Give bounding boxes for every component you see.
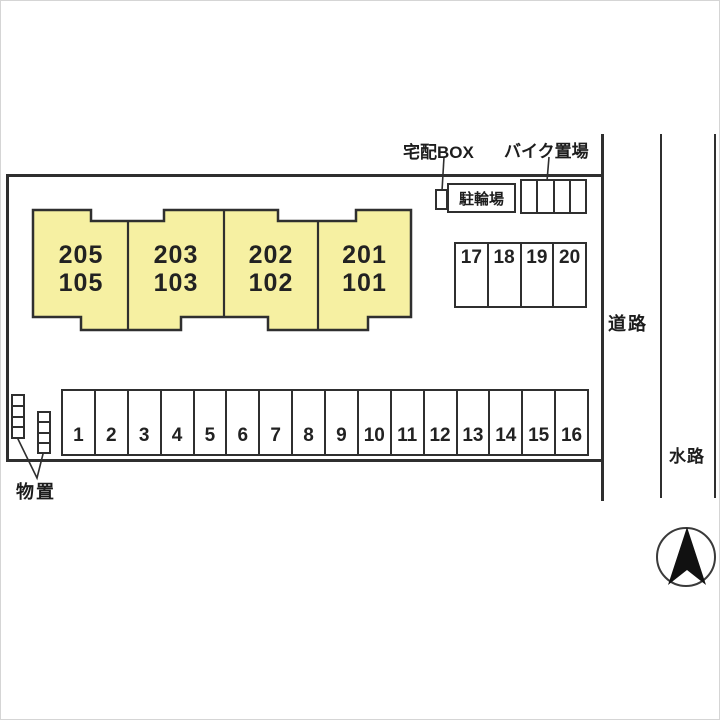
north-arrow-icon <box>668 527 706 585</box>
unit-label-203-103: 203 103 <box>128 221 224 317</box>
parking-space: 6 <box>227 391 261 454</box>
storage-cell <box>39 413 49 424</box>
unit-upper-number: 201 <box>342 241 387 269</box>
parking-space: 12 <box>425 391 458 454</box>
waterway-label: 水路 <box>669 447 705 466</box>
parking-space: 16 <box>560 425 583 446</box>
parking-space: 10 <box>359 391 392 454</box>
parking-space: 5 <box>195 391 228 454</box>
parking-space: 3 <box>129 391 162 454</box>
waterway-line <box>714 134 716 498</box>
parking-row-1-16: 1 2 3 4 5 6 7 8 9 10 11 12 13 14 15 16 <box>61 389 589 456</box>
storage-shed-2 <box>37 411 51 454</box>
parking-space: 11 <box>392 391 425 454</box>
storage-pointer-lines <box>16 436 45 481</box>
unit-lower-number: 101 <box>342 269 387 297</box>
storage-cell <box>13 428 23 437</box>
parking-space: 8 <box>293 391 326 454</box>
motorcycle-stall <box>538 181 555 212</box>
motorcycle-stall <box>522 181 539 212</box>
parking-space: 4 <box>162 391 195 454</box>
parking-space: 7 <box>260 391 294 454</box>
unit-lower-number: 105 <box>58 269 104 297</box>
storage-label: 物置 <box>16 482 56 502</box>
unit-lower-number: 102 <box>248 269 294 297</box>
parking-space: 17 <box>456 244 489 306</box>
bicycle-parking-label: 駐輪場 <box>458 190 504 208</box>
unit-label-201-101: 201 101 <box>318 221 411 317</box>
storage-cell <box>13 418 23 429</box>
road-boundary-line <box>601 134 604 501</box>
parking-block-17-20: 17 18 19 20 <box>454 242 587 308</box>
motorcycle-stall <box>571 181 585 212</box>
road-far-line <box>660 134 662 498</box>
parking-space: 13 <box>458 391 491 454</box>
storage-cell <box>13 396 23 407</box>
storage-cell <box>39 423 49 434</box>
unit-upper-number: 203 <box>153 241 199 269</box>
parking-space: 20 <box>559 247 581 268</box>
storage-cell <box>39 434 49 444</box>
motorcycle-parking-box <box>520 179 587 214</box>
unit-upper-number: 205 <box>58 241 104 269</box>
unit-label-202-102: 202 102 <box>224 221 318 317</box>
motorcycle-stall <box>555 181 571 212</box>
bicycle-parking-box: 駐輪場 <box>447 183 516 213</box>
delivery-box-label: 宅配BOX <box>403 143 474 162</box>
storage-cell <box>13 407 23 418</box>
road-label: 道路 <box>608 314 648 334</box>
parking-space: 2 <box>96 391 129 454</box>
unit-label-205-105: 205 105 <box>34 221 128 317</box>
parking-space: 18 <box>489 244 522 306</box>
delivery-box-square <box>435 189 448 210</box>
parking-space: 9 <box>326 391 359 454</box>
storage-cell <box>39 444 49 452</box>
unit-upper-number: 202 <box>248 241 294 269</box>
storage-shed-1 <box>11 394 25 439</box>
parking-space: 15 <box>523 391 557 454</box>
parking-space: 14 <box>490 391 524 454</box>
property-boundary <box>6 174 603 462</box>
unit-lower-number: 103 <box>153 269 199 297</box>
motorcycle-area-label: バイク置場 <box>504 142 589 161</box>
delivery-box-leader-line <box>441 156 445 192</box>
parking-space: 1 <box>63 391 96 454</box>
parking-space: 19 <box>522 244 555 306</box>
